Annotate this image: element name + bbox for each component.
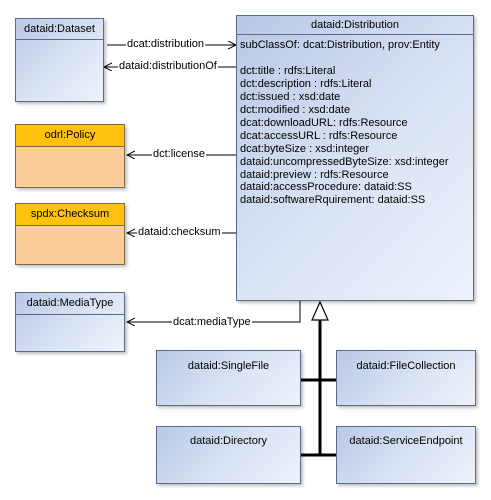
attribute-access-url: dcat:accessURL : rdfs:Resource	[240, 129, 398, 142]
filecollection-class-title: dataid:FileCollection	[356, 360, 456, 372]
distribution-class-title: dataid:Distribution	[237, 16, 473, 35]
attribute-access-procedure: dataid:accessProcedure: dataid:SS	[240, 181, 412, 194]
dataset-class[interactable]: dataid:Dataset	[15, 18, 104, 102]
attribute-spacer	[240, 52, 473, 65]
filecollection-class[interactable]: dataid:FileCollection	[336, 350, 476, 406]
attribute-preview: dataid:preview : rdfs:Resource	[240, 168, 389, 181]
directory-class-title: dataid:Directory	[189, 435, 268, 447]
dataset-class-title: dataid:Dataset	[16, 19, 103, 40]
checksum-class-title: spdx:Checksum	[16, 204, 124, 226]
policy-class[interactable]: odrl:Policy	[15, 124, 125, 188]
license-label: dct:license	[152, 148, 206, 161]
inheritance-triangle	[311, 300, 329, 321]
attribute-download-url: dcat:downloadURL: rdfs:Resource	[240, 116, 408, 129]
mediatype-class[interactable]: dataid:MediaType	[15, 292, 125, 352]
mediatype-class-title: dataid:MediaType	[16, 293, 124, 315]
mediatype-label: dcat:mediaType	[172, 316, 252, 329]
attribute-byte-size: dcat:byteSize : xsd:integer	[240, 142, 370, 155]
serviceendpoint-class-title: dataid:ServiceEndpoint	[349, 435, 463, 447]
checksum-class[interactable]: spdx:Checksum	[15, 203, 125, 265]
distribution-subclass-of: subClassOf: dcat:Distribution, prov:Enti…	[240, 39, 440, 51]
distribution-class-body: subClassOf: dcat:Distribution, prov:Enti…	[237, 35, 473, 207]
attribute-issued: dct:issued : xsd:date	[240, 90, 341, 103]
attribute-modified: dct:modified : xsd:date	[240, 103, 351, 116]
attribute-software-requirement: dataid:softwareRquirement: dataid:SS	[240, 194, 426, 207]
distribution-class[interactable]: dataid:Distribution subClassOf: dcat:Dis…	[236, 15, 474, 301]
serviceendpoint-class[interactable]: dataid:ServiceEndpoint	[336, 426, 476, 484]
singlefile-class-title: dataid:SingleFile	[187, 360, 270, 372]
distribution-of-label: dataid:distributionOf	[118, 60, 218, 73]
attribute-description: dct:description : rdfs:Literal	[240, 77, 372, 90]
attribute-uncompressed-byte-size: dataid:uncompressedByteSize: xsd:integer	[240, 155, 449, 168]
directory-class[interactable]: dataid:Directory	[156, 426, 301, 484]
checksum-label: dataid:checksum	[137, 226, 222, 239]
policy-class-title: odrl:Policy	[16, 125, 124, 147]
attribute-title: dct:title : rdfs:Literal	[240, 64, 336, 77]
singlefile-class[interactable]: dataid:SingleFile	[156, 350, 301, 406]
distribution-label: dcat:distribution	[126, 38, 206, 51]
